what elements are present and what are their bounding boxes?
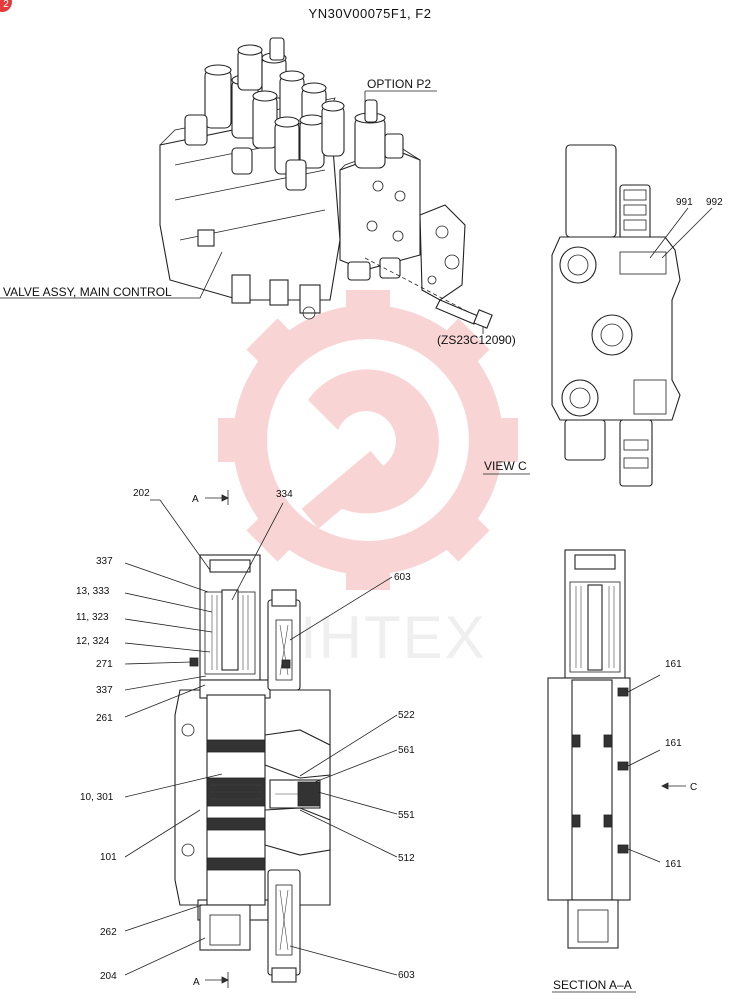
watermark-text: IHTEX	[300, 604, 487, 671]
view-c-arrow-label: C	[690, 782, 697, 793]
gear-wrench-logo-icon	[218, 290, 518, 590]
view-c-drawing	[483, 144, 713, 487]
option-p2-label: OPTION P2	[367, 77, 431, 91]
valve-assembly-isometric	[0, 37, 493, 334]
view-c-callout-991: 991	[676, 197, 693, 208]
main-section-drawing	[124, 490, 398, 988]
callout-561: 561	[398, 745, 415, 756]
section-aa-title: SECTION A–A	[553, 978, 632, 992]
corner-badge-text: 2	[3, 0, 9, 10]
corner-badge: 2	[0, 0, 12, 12]
section-aa-callout-161-b: 161	[665, 738, 682, 749]
page-code: YN30V00075F1, F2	[308, 6, 432, 21]
callout-202: 202	[133, 488, 150, 499]
section-aa-drawing	[547, 549, 686, 993]
callout-337-top: 337	[96, 556, 113, 567]
callout-512: 512	[398, 853, 415, 864]
section-aa-callout-161-c: 161	[665, 859, 682, 870]
callout-101: 101	[100, 852, 117, 863]
callout-271: 271	[96, 659, 113, 670]
callout-551: 551	[398, 810, 415, 821]
section-aa-callout-161-a: 161	[665, 659, 682, 670]
watermark: IHTEX	[218, 290, 518, 671]
callout-522: 522	[398, 710, 415, 721]
callout-10-301: 10, 301	[80, 792, 114, 803]
callout-334: 334	[276, 489, 293, 500]
option-p2-section	[339, 99, 421, 281]
callout-13-333: 13, 333	[76, 586, 110, 597]
cut-marker-top: A	[192, 494, 199, 505]
callout-12-324: 12, 324	[76, 636, 110, 647]
callout-261: 261	[96, 713, 113, 724]
end-plate	[419, 204, 466, 301]
assembly-label: VALVE ASSY, MAIN CONTROL	[3, 285, 172, 299]
view-c-title: VIEW C	[484, 459, 527, 473]
callout-603-bottom: 603	[398, 970, 415, 981]
callout-11-323: 11, 323	[76, 612, 109, 623]
cut-marker-bottom: A	[193, 977, 200, 988]
callout-262: 262	[100, 927, 117, 938]
bolt-zs23c12090-icon	[364, 257, 493, 329]
spool-caps	[184, 37, 345, 191]
bolt-part-label: (ZS23C12090)	[437, 333, 516, 347]
view-c-callout-992: 992	[706, 197, 723, 208]
callout-603-top: 603	[394, 572, 411, 583]
callout-204: 204	[100, 971, 117, 982]
callout-337-bottom: 337	[96, 685, 113, 696]
